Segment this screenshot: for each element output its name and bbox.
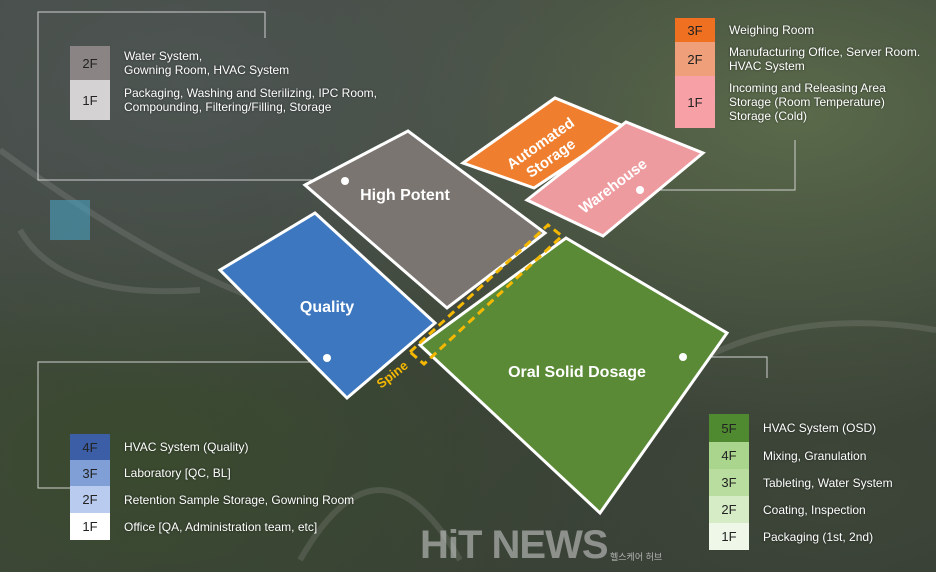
legend-row: 2F Water System,Gowning Room, HVAC System xyxy=(70,46,377,80)
floor-description: Manufacturing Office, Server Room.HVAC S… xyxy=(729,45,920,73)
floor-badge: 1F xyxy=(70,80,110,120)
floor-badge: 2F xyxy=(70,486,110,513)
floor-description: Mixing, Granulation xyxy=(763,449,866,463)
marker-osd xyxy=(679,353,687,361)
building-quality[interactable] xyxy=(217,211,438,401)
legend-row: 4F HVAC System (Quality) xyxy=(70,434,354,460)
legend-row: 3F Weighing Room xyxy=(675,18,920,42)
description-line: Weighing Room xyxy=(729,23,815,37)
floor-badge: 1F xyxy=(675,76,715,128)
building-high-potent[interactable] xyxy=(302,129,548,310)
description-line: Tableting, Water System xyxy=(763,475,893,490)
marker-quality xyxy=(323,354,331,362)
description-line: Gowning Room, HVAC System xyxy=(124,63,290,77)
floor-description: Weighing Room xyxy=(729,23,814,37)
description-line: Coating, Inspection xyxy=(763,502,866,517)
floor-description: Coating, Inspection xyxy=(763,503,866,517)
floor-description: Office [QA, Administration team, etc] xyxy=(124,520,317,534)
floor-description: HVAC System (Quality) xyxy=(124,440,248,454)
description-line: Storage (Cold) xyxy=(729,109,808,123)
building-oral-solid-dosage[interactable] xyxy=(417,236,730,516)
floor-description: Water System,Gowning Room, HVAC System xyxy=(124,49,289,77)
legend-row: 3F Laboratory [QC, BL] xyxy=(70,460,354,486)
description-line: HVAC System (OSD) xyxy=(763,421,877,435)
floor-description: Retention Sample Storage, Gowning Room xyxy=(124,493,354,507)
description-line: Compounding, Filtering/Filling, Storage xyxy=(124,100,332,114)
description-line: Packaging (1st, 2nd) xyxy=(763,529,874,544)
label-oral-solid-dosage: Oral Solid Dosage xyxy=(508,364,646,381)
floor-badge: 4F xyxy=(709,442,749,469)
label-quality: Quality xyxy=(300,299,354,316)
floor-badge: 4F xyxy=(70,434,110,460)
legend-row: 2F Retention Sample Storage, Gowning Room xyxy=(70,486,354,513)
legend-warehouse: 3F Weighing Room 2F Manufacturing Office, S… xyxy=(675,18,920,128)
building-warehouse[interactable] xyxy=(524,120,706,238)
description-line: Packaging, Washing and Sterilizing, IPC … xyxy=(124,86,378,100)
pool xyxy=(50,200,90,240)
legend-oral-solid-dosage: 5F HVAC System (OSD) 4F Mixing, Granulation… xyxy=(709,414,893,550)
floor-description: Packaging (1st, 2nd) xyxy=(763,530,873,544)
floor-badge: 3F xyxy=(675,18,715,42)
description-line: HVAC System xyxy=(729,59,805,73)
legend-row: 3F Tableting, Water System xyxy=(709,469,893,496)
floor-badge: 2F xyxy=(675,42,715,76)
floor-badge: 3F xyxy=(709,469,749,496)
floor-description: Tableting, Water System xyxy=(763,476,893,490)
legend-row: 1F Packaging, Washing and Sterilizing, IP… xyxy=(70,80,377,120)
watermark-sub: 헬스케어 허브 xyxy=(610,552,663,562)
description-line: Storage (Room Temperature) xyxy=(729,95,885,109)
legend-row: 2F Manufacturing Office, Server Room.HVAC… xyxy=(675,42,920,76)
marker-high-potent xyxy=(341,177,349,185)
floor-badge: 2F xyxy=(709,496,749,523)
legend-quality: 4F HVAC System (Quality) 3F Laboratory [QC,… xyxy=(70,434,354,540)
floor-badge: 3F xyxy=(70,460,110,486)
description-line: Water System, xyxy=(124,49,203,63)
leader-high-potent xyxy=(37,11,345,181)
description-line: Laboratory [QC, BL] xyxy=(124,466,231,480)
description-line: Incoming and Releasing Area xyxy=(729,81,886,95)
description-line: Retention Sample Storage, Gowning Room xyxy=(124,492,355,507)
legend-row: 1F Packaging (1st, 2nd) xyxy=(709,523,893,550)
watermark-logo: HiT NEWS xyxy=(420,523,609,567)
legend-row: 4F Mixing, Granulation xyxy=(709,442,893,469)
label-high-potent: High Potent xyxy=(360,187,450,204)
description-line: HVAC System (Quality) xyxy=(124,440,249,454)
legend-row: 2F Coating, Inspection xyxy=(709,496,893,523)
floor-description: Packaging, Washing and Sterilizing, IPC … xyxy=(124,86,377,114)
legend-row: 5F HVAC System (OSD) xyxy=(709,414,893,442)
leader-warehouse xyxy=(640,140,796,191)
floor-description: HVAC System (OSD) xyxy=(763,421,876,435)
legend-row: 1F Office [QA, Administration team, etc] xyxy=(70,513,354,540)
description-line: Manufacturing Office, Server Room. xyxy=(729,45,921,59)
description-line: Mixing, Granulation xyxy=(763,448,867,463)
description-line: Office [QA, Administration team, etc] xyxy=(124,519,318,534)
legend-high-potent: 2F Water System,Gowning Room, HVAC System… xyxy=(70,46,377,120)
floor-badge: 1F xyxy=(70,513,110,540)
floor-description: Laboratory [QC, BL] xyxy=(124,466,231,480)
floor-badge: 1F xyxy=(709,523,749,550)
floor-badge: 5F xyxy=(709,414,749,442)
marker-warehouse xyxy=(636,186,644,194)
floor-badge: 2F xyxy=(70,46,110,80)
